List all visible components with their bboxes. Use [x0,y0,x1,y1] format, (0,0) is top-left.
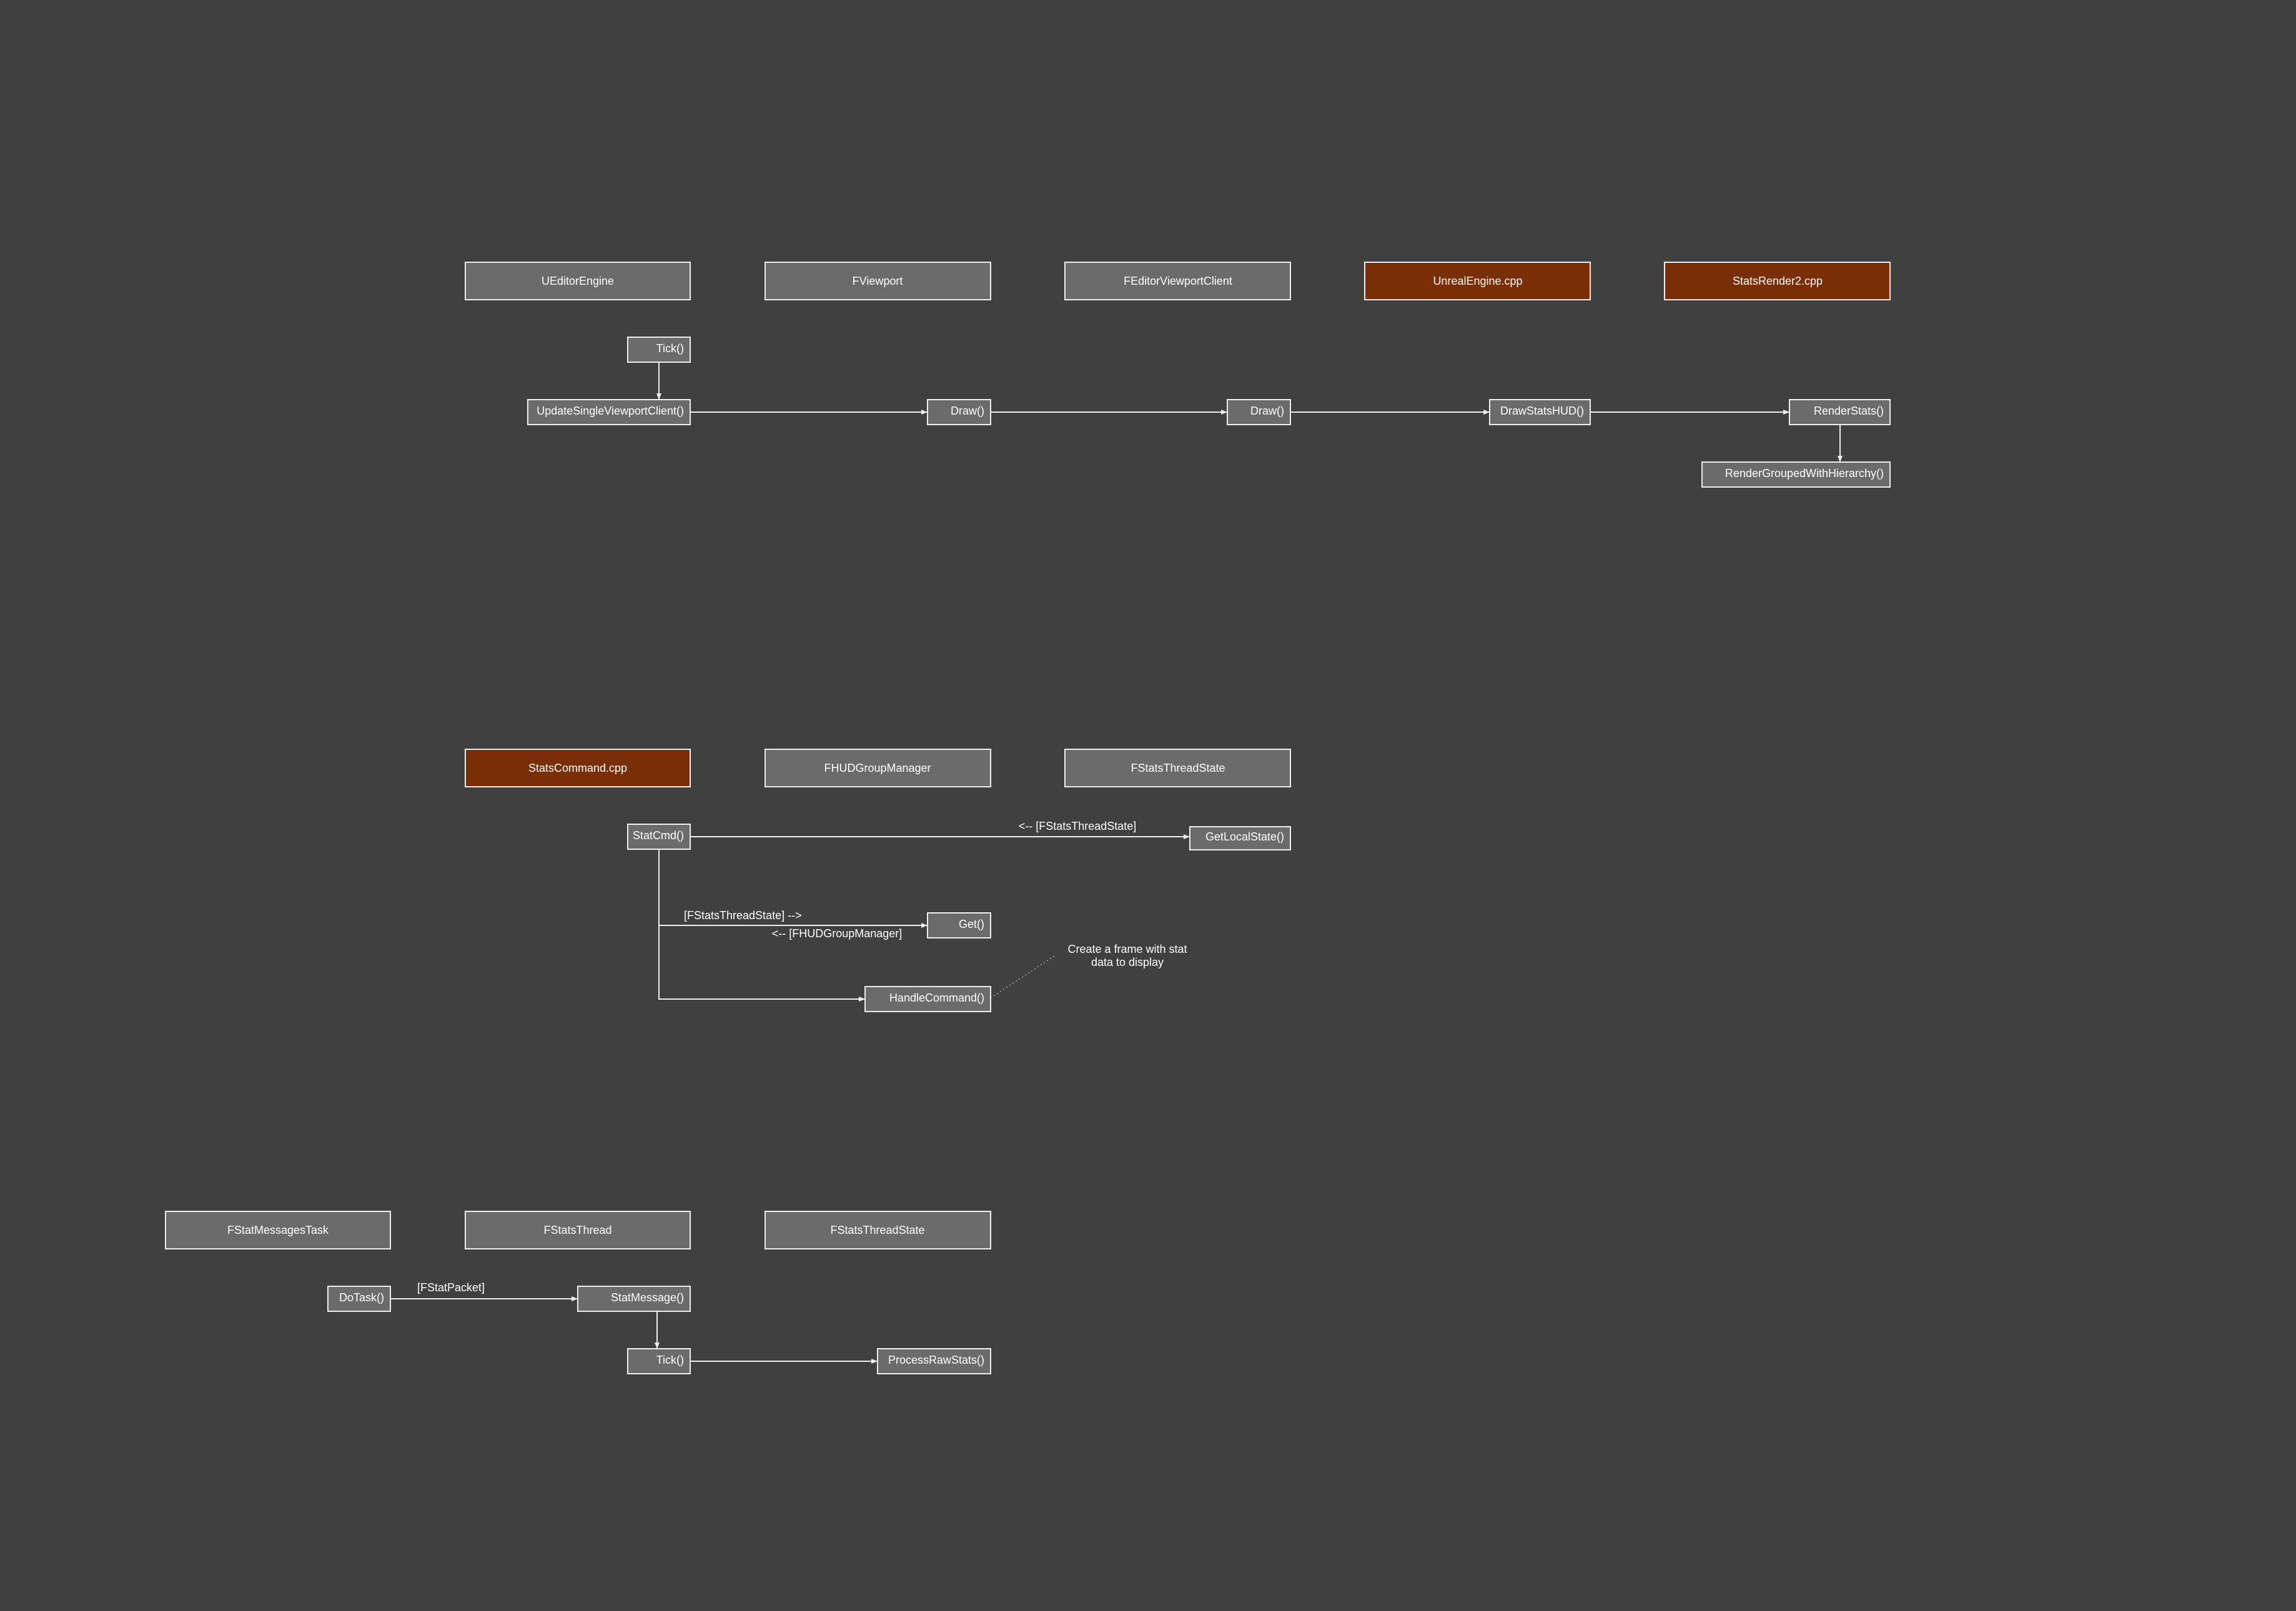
method-update-single-viewport-client: UpdateSingleViewportClient() [527,399,691,425]
header-fstatsthread-label: FStatsThread [543,1224,611,1236]
section-render-stats: UEditorEngine FViewport FEditorViewportC… [465,262,1891,488]
header-fstatsthread: FStatsThread [465,1211,691,1249]
header-fstatsthreadstate-2-box [765,1211,991,1249]
method-viewport-draw-box [927,399,991,425]
header-fhudgroupmanager-label: FHUDGroupManager [824,762,931,774]
header-feditorviewportclient: FEditorViewportClient [1064,262,1291,300]
header-statscommand-cpp-box [465,749,691,787]
note-create-frame: Create a frame with stat data to display [1067,943,1187,968]
method-statcmd: StatCmd() [627,824,691,850]
section-stat-command: StatsCommand.cpp FHUDGroupManager FStats… [465,749,1291,1012]
method-dotask-box [327,1286,391,1312]
header-statsrender2-cpp-label: StatsRender2.cpp [1733,275,1823,287]
header-ueditorengine-label: UEditorEngine [542,275,614,287]
method-getlocalstate-box [1189,826,1291,850]
method-handlecommand: HandleCommand() [864,986,991,1012]
method-rendergroupedwithhierarchy-label: RenderGroupedWithHierarchy() [1725,467,1884,480]
method-rendergroupedwithhierarchy: RenderGroupedWithHierarchy() [1701,461,1891,488]
header-statscommand-cpp: StatsCommand.cpp [465,749,691,787]
method-tick-label: Tick() [656,342,684,355]
method-viewport-draw: Draw() [927,399,991,425]
method-stats-tick-box [627,1348,691,1374]
edge-label-get-return: <-- [FHUDGroupManager] [772,927,903,940]
header-fstatmessagestask-box [165,1211,391,1249]
method-statmessage: StatMessage() [577,1286,691,1312]
method-get: Get() [927,912,991,939]
header-feditorviewportclient-label: FEditorViewportClient [1124,275,1232,287]
header-fstatmessagestask-label: FStatMessagesTask [227,1224,329,1236]
header-unrealengine-cpp: UnrealEngine.cpp [1364,262,1591,300]
method-processrawstats: ProcessRawStats() [877,1348,991,1374]
method-drawstatshud-label: DrawStatsHUD() [1500,405,1584,417]
header-statscommand-cpp-label: StatsCommand.cpp [528,762,627,774]
header-fstatmessagestask: FStatMessagesTask [165,1211,391,1249]
header-fviewport: FViewport [765,262,991,300]
header-fstatsthreadstate-box [1064,749,1291,787]
edge-statcmd-trunk [658,849,865,1002]
method-renderstats-box [1789,399,1891,425]
header-statsrender2-cpp: StatsRender2.cpp [1664,262,1891,300]
header-fstatsthreadstate-2: FStatsThreadState [765,1211,991,1249]
method-statmessage-box [577,1286,691,1312]
method-drawstatshud-box [1489,399,1591,425]
header-fstatsthreadstate-2-label: FStatsThreadState [830,1224,924,1236]
note-line-1: Create a frame with stat [1067,943,1187,955]
section-stats-thread: FStatMessagesTask FStatsThread FStatsThr… [165,1211,991,1374]
method-getlocalstate: GetLocalState() [1189,826,1291,850]
method-statcmd-label: StatCmd() [633,829,684,842]
method-stats-tick: Tick() [627,1348,691,1374]
method-get-label: Get() [959,918,984,930]
note-connector [990,955,1056,998]
header-fstatsthreadstate: FStatsThreadState [1064,749,1291,787]
method-handlecommand-label: HandleCommand() [889,992,984,1004]
method-getlocalstate-label: GetLocalState() [1205,830,1284,843]
method-handlecommand-box [864,986,991,1012]
header-unrealengine-cpp-box [1364,262,1591,300]
header-ueditorengine: UEditorEngine [465,262,691,300]
header-unrealengine-cpp-label: UnrealEngine.cpp [1433,275,1522,287]
method-processrawstats-box [877,1348,991,1374]
method-stats-tick-label: Tick() [656,1354,684,1366]
header-fstatsthread-box [465,1211,691,1249]
method-update-single-viewport-client-box [527,399,691,425]
method-drawstatshud: DrawStatsHUD() [1489,399,1591,425]
method-dotask-label: DoTask() [339,1291,384,1304]
header-fviewport-label: FViewport [853,275,903,287]
method-client-draw-box [1227,399,1291,425]
header-fhudgroupmanager: FHUDGroupManager [765,749,991,787]
method-rendergroupedwithhierarchy-box [1701,461,1891,488]
note-line-2: data to display [1091,956,1164,968]
edge-label-getlocalstate-return: <-- [FStatsThreadState] [1019,820,1137,832]
method-statmessage-label: StatMessage() [611,1291,684,1304]
method-update-single-viewport-client-label: UpdateSingleViewportClient() [537,405,684,417]
edge-label-get-send: [FStatsThreadState] --> [684,909,802,922]
header-ueditorengine-box [465,262,691,300]
method-tick: Tick() [627,337,691,363]
header-fhudgroupmanager-box [765,749,991,787]
edge-label-fstatpacket: [FStatPacket] [417,1281,485,1294]
method-renderstats-label: RenderStats() [1814,405,1884,417]
header-feditorviewportclient-box [1064,262,1291,300]
header-fviewport-box [765,262,991,300]
method-viewport-draw-label: Draw() [951,405,984,417]
method-dotask: DoTask() [327,1286,391,1312]
method-processrawstats-label: ProcessRawStats() [888,1354,984,1366]
method-tick-box [627,337,691,363]
method-renderstats: RenderStats() [1789,399,1891,425]
header-statsrender2-cpp-box [1664,262,1891,300]
method-statcmd-box [627,824,691,850]
method-client-draw: Draw() [1227,399,1291,425]
method-get-box [927,912,991,939]
header-fstatsthreadstate-label: FStatsThreadState [1131,762,1225,774]
method-client-draw-label: Draw() [1250,405,1284,417]
